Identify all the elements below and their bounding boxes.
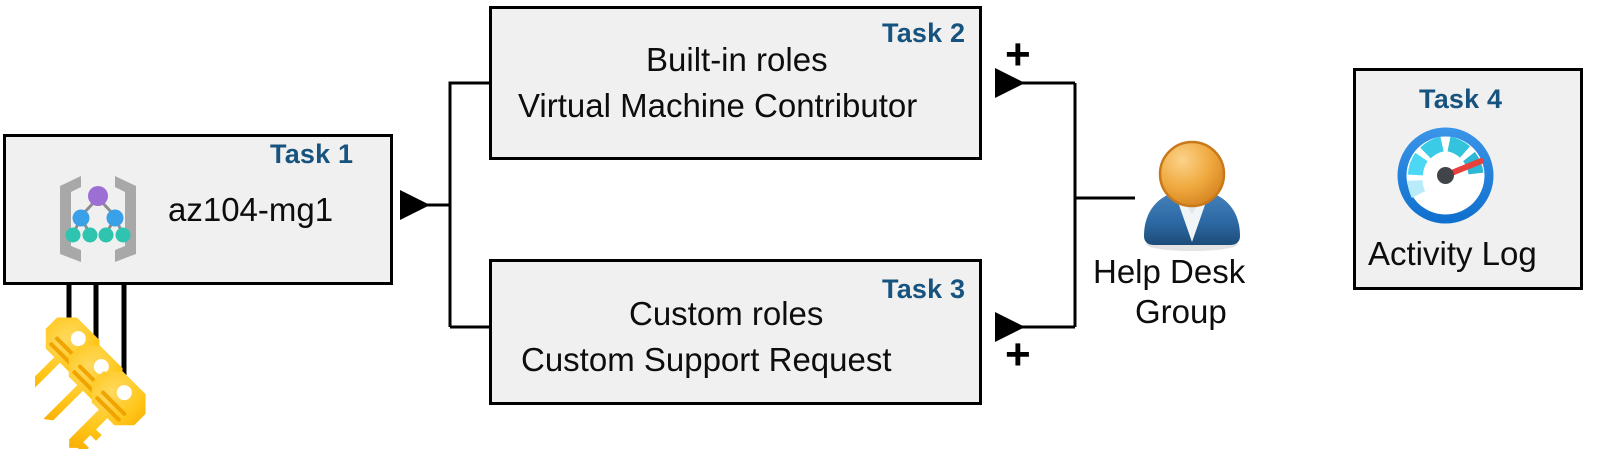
help-desk-user-icon — [1130, 138, 1255, 253]
task1-text-line1: az104-mg1 — [168, 191, 334, 228]
task3-label: Task 3 — [882, 274, 966, 304]
task2-box[interactable] — [489, 6, 982, 160]
management-group-icon — [48, 172, 148, 264]
plus-sign-top: + — [1005, 30, 1031, 79]
task4-label: Task 4 — [1419, 84, 1503, 114]
task4-text-line1: Activity Log — [1368, 235, 1537, 272]
task3-text-line2: Custom Support Request — [521, 341, 892, 378]
task3-box[interactable] — [489, 259, 982, 405]
task2-text-line2: Virtual Machine Contributor — [518, 87, 918, 124]
help-desk-caption-line2: Group — [1135, 293, 1227, 330]
help-desk-caption-line1: Help Desk — [1093, 253, 1246, 290]
task1-label: Task 1 — [270, 139, 354, 169]
plus-sign-bottom: + — [1005, 330, 1031, 379]
task1-box[interactable] — [3, 134, 393, 285]
task2-text-line1: Built-in roles — [646, 41, 828, 78]
three-keys-icon — [20, 310, 155, 449]
activity-log-gauge-icon — [1393, 123, 1498, 228]
task3-text-line1: Custom roles — [629, 295, 824, 332]
task2-label: Task 2 — [882, 18, 966, 48]
